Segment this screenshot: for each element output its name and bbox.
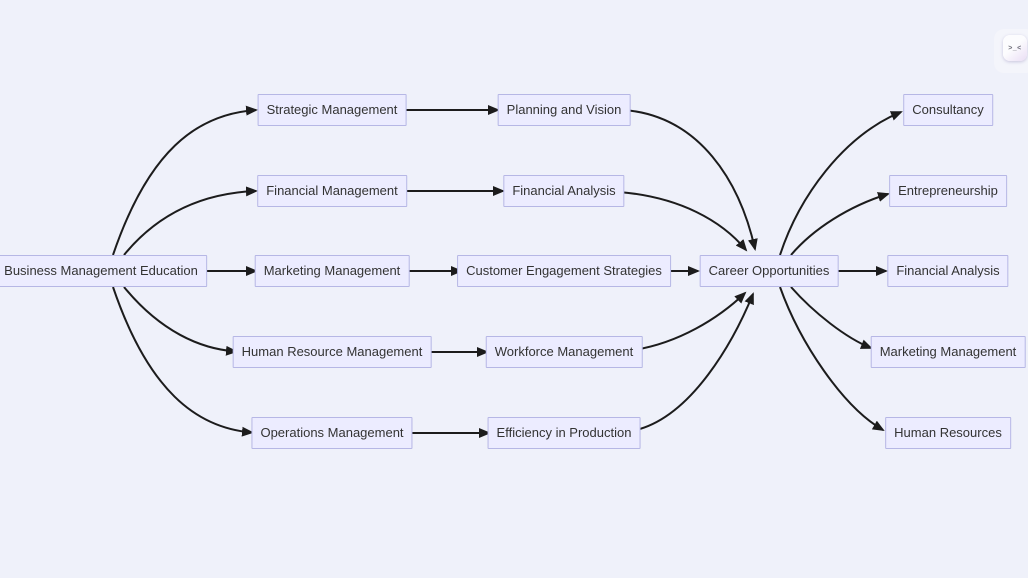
node-career-opportunities: Career Opportunities xyxy=(699,255,839,287)
node-marketing-management-outcome: Marketing Management xyxy=(870,336,1026,368)
node-human-resource-management: Human Resource Management xyxy=(232,336,432,368)
edge-bme-financial xyxy=(123,186,258,256)
node-efficiency-in-production: Efficiency in Production xyxy=(487,417,641,449)
editor-badge-button[interactable]: >_< xyxy=(1003,35,1027,61)
edge-career-human-resources xyxy=(779,286,885,431)
edge-career-marketing-out xyxy=(790,286,873,349)
node-operations-management: Operations Management xyxy=(251,417,413,449)
node-financial-management: Financial Management xyxy=(257,175,407,207)
node-workforce-management: Workforce Management xyxy=(485,336,643,368)
edge-bme-strategic xyxy=(112,105,258,256)
node-planning-and-vision: Planning and Vision xyxy=(497,94,631,126)
node-financial-analysis-outcome: Financial Analysis xyxy=(887,255,1009,287)
edge-planning-career xyxy=(623,109,758,251)
edge-career-entrepreneurship xyxy=(790,192,890,256)
node-marketing-management: Marketing Management xyxy=(254,255,410,287)
node-business-management-education: Business Management Education xyxy=(0,255,207,287)
edge-career-consultancy xyxy=(779,111,903,256)
node-human-resources: Human Resources xyxy=(885,417,1011,449)
node-customer-engagement-strategies: Customer Engagement Strategies xyxy=(457,255,671,287)
edge-bme-operations xyxy=(112,286,254,437)
node-consultancy: Consultancy xyxy=(903,94,993,126)
edge-workforce-career xyxy=(633,291,747,351)
edge-finanalysis-career xyxy=(618,191,748,252)
edge-bme-hrm xyxy=(123,286,238,356)
node-strategic-management: Strategic Management xyxy=(257,94,407,126)
node-entrepreneurship: Entrepreneurship xyxy=(889,175,1007,207)
edge-efficiency-career xyxy=(631,292,754,432)
node-financial-analysis: Financial Analysis xyxy=(503,175,625,207)
